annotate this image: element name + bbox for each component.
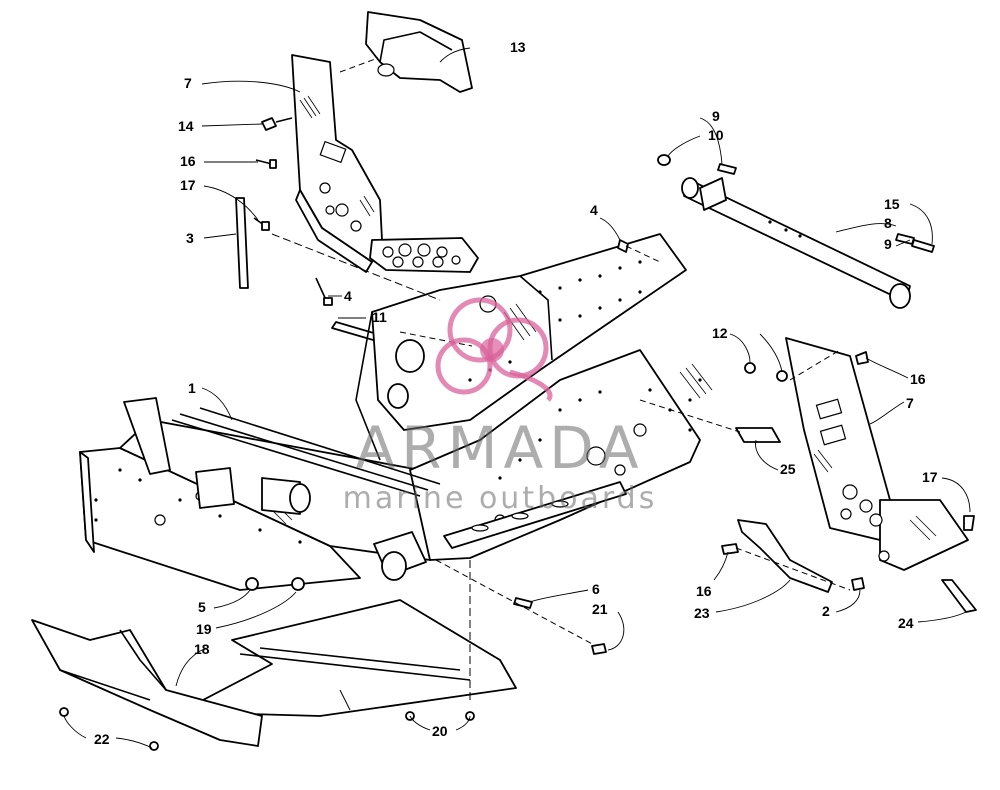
callout-3: 3 [186, 230, 194, 246]
callout-14: 14 [178, 118, 194, 134]
strip-24 [941, 579, 977, 613]
watermark-logo [435, 297, 553, 402]
callout-1: 1 [188, 380, 196, 396]
callout-17: 17 [180, 177, 196, 193]
main-frame [79, 233, 713, 591]
rivet-4a [315, 277, 333, 306]
callout-7: 7 [184, 75, 192, 91]
rivet-17a [253, 217, 270, 231]
footrest-plate [369, 237, 479, 273]
bolt-9-10 [657, 154, 737, 175]
fasteners-bottom [59, 239, 629, 751]
steering-support-left [291, 54, 383, 273]
callout-18: 18 [194, 641, 210, 657]
plate-25 [735, 427, 781, 443]
callout-24: 24 [898, 615, 914, 631]
callout-labels: 13 7 14 16 17 3 4 11 1 5 19 18 22 20 6 2… [94, 39, 938, 747]
watermark-tagline: marine outboards [343, 481, 658, 516]
callout-23: 23 [694, 605, 710, 621]
callout-20: 20 [432, 723, 448, 739]
callout-5: 5 [198, 599, 206, 615]
front-skid [31, 619, 263, 747]
watermark: ARMADA marine outboards [343, 297, 658, 516]
callout-16c: 16 [696, 583, 712, 599]
fasteners-right [721, 351, 975, 591]
callout-16: 16 [180, 153, 196, 169]
callout-17b: 17 [922, 469, 938, 485]
bolt-14 [261, 117, 293, 131]
callout-9: 9 [712, 108, 720, 124]
callout-2: 2 [822, 603, 830, 619]
assembly-lines [271, 57, 851, 700]
cross-tube [681, 177, 911, 309]
bracket-23 [737, 519, 833, 593]
callout-7b: 7 [906, 395, 914, 411]
callout-19: 19 [196, 621, 212, 637]
callout-4b: 4 [590, 202, 598, 218]
callout-9b: 9 [884, 236, 892, 252]
leader-lines [63, 47, 971, 749]
callout-15: 15 [884, 196, 900, 212]
callout-22: 22 [94, 731, 110, 747]
callout-12: 12 [712, 325, 728, 341]
bolt-9-15 [895, 233, 935, 253]
callout-21: 21 [592, 601, 608, 617]
callout-4: 4 [344, 288, 352, 304]
callout-11: 11 [372, 309, 387, 325]
callout-10: 10 [708, 127, 724, 143]
tie-rod-3 [235, 197, 249, 289]
steering-support-right [785, 337, 969, 571]
belly-pan [179, 599, 517, 717]
watermark-brand: ARMADA [355, 414, 644, 482]
steering-pod [365, 11, 473, 93]
rivet-16a [255, 159, 277, 169]
callout-16b: 16 [910, 371, 926, 387]
callout-6: 6 [592, 581, 600, 597]
callout-8: 8 [884, 215, 892, 231]
callout-25: 25 [780, 461, 796, 477]
callout-13: 13 [510, 39, 526, 55]
